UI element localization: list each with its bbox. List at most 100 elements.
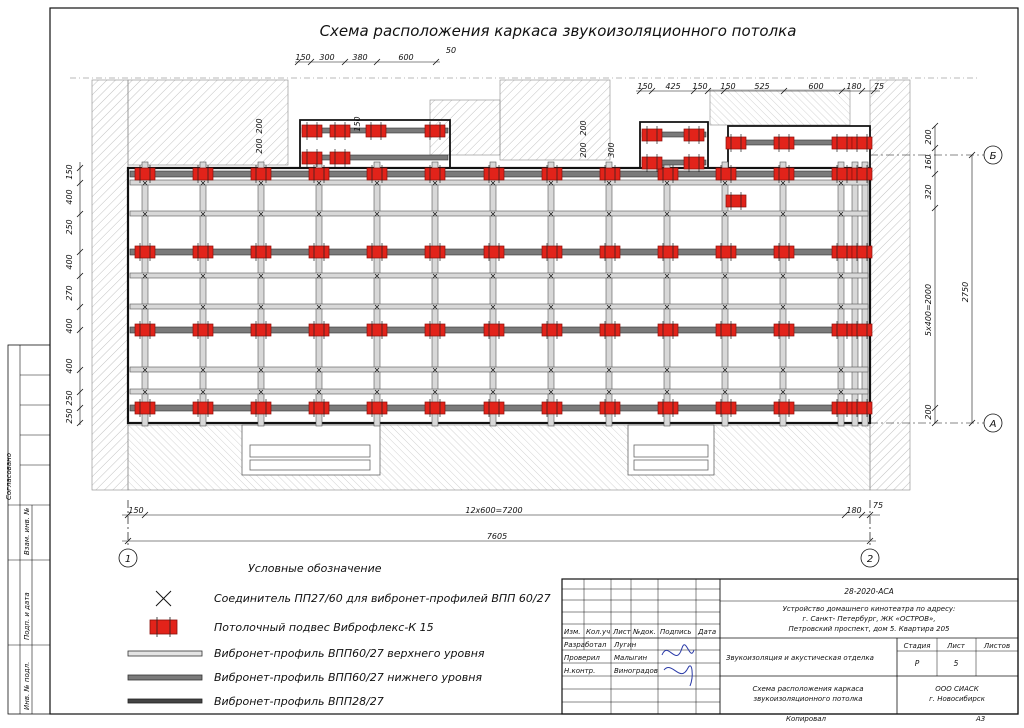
dim-top-right-6: 180 <box>846 82 861 91</box>
connector-mark <box>316 273 322 279</box>
tb-sheets-header: Листов <box>983 642 1010 650</box>
dim-tick <box>931 122 939 130</box>
dim-small-left-2: 150 <box>353 116 362 131</box>
vertical-profile <box>141 161 149 427</box>
dim-top-left-3: 600 <box>398 53 413 62</box>
connector-mark <box>722 389 728 395</box>
axis-b-label: Б <box>990 151 997 162</box>
signature-scribble <box>661 644 695 687</box>
hanger <box>192 323 214 337</box>
vertical-profile <box>431 161 439 427</box>
vertical-profile <box>257 161 265 427</box>
connector-mark <box>432 273 438 279</box>
room-outline <box>126 166 872 425</box>
hanger <box>308 401 330 415</box>
hanger <box>366 401 388 415</box>
hanger <box>773 136 795 150</box>
hanger <box>657 245 679 259</box>
hanger <box>192 245 214 259</box>
dim-tick <box>76 179 84 187</box>
dim-tick <box>76 419 84 427</box>
connector-mark <box>548 273 554 279</box>
hanger <box>851 401 873 415</box>
dim-top-right-7: 75 <box>874 82 884 91</box>
connector-mark <box>200 211 206 217</box>
connector-mark <box>316 367 322 373</box>
hanger <box>657 401 679 415</box>
connector-mark <box>722 211 728 217</box>
dim-top-right-3: 150 <box>720 82 735 91</box>
tb-project-line1: Устройство домашнего кинотеатра по адрес… <box>783 605 956 613</box>
connector-mark <box>258 211 264 217</box>
tb-header-signature: Подпись <box>660 628 692 636</box>
hanger <box>851 323 873 337</box>
dim-top-right-1: 425 <box>665 82 680 91</box>
dim-tick <box>294 58 302 66</box>
connector-mark <box>200 273 206 279</box>
dim-left-6: 400 <box>65 358 74 373</box>
hanger <box>683 128 705 142</box>
dim-tick <box>76 404 84 412</box>
dim-left-4: 270 <box>65 285 74 300</box>
legend-connector-symbol <box>155 590 172 607</box>
legend-title: Условные обозначение <box>248 562 382 575</box>
dim-left-0: 150 <box>65 164 74 179</box>
dim-tick <box>858 511 866 519</box>
connector-mark <box>258 367 264 373</box>
connector-mark <box>490 211 496 217</box>
dim-tick <box>76 303 84 311</box>
hanger <box>424 124 446 138</box>
hanger <box>308 167 330 181</box>
dim-tick <box>866 511 874 519</box>
connector-mark <box>316 211 322 217</box>
hanger <box>641 128 663 142</box>
dim-tick <box>931 170 939 178</box>
ceiling-frame <box>126 119 984 427</box>
connector-mark <box>548 211 554 217</box>
dim-tick <box>704 87 712 95</box>
connector-mark <box>780 389 786 395</box>
connector-mark <box>606 273 612 279</box>
connector-mark <box>606 367 612 373</box>
dim-tick <box>870 87 878 95</box>
axis-a-marker <box>983 413 1003 433</box>
hanger <box>541 401 563 415</box>
dim-tick <box>76 272 84 280</box>
connector-mark <box>374 304 380 310</box>
hanger <box>483 401 505 415</box>
dim-tick <box>124 511 132 519</box>
connector-mark <box>722 273 728 279</box>
dim-tick <box>76 210 84 218</box>
upper-profile <box>129 303 869 310</box>
vertical-profile <box>861 161 869 427</box>
connector-mark <box>780 273 786 279</box>
hanger <box>301 124 323 138</box>
vertical-profile <box>779 161 787 427</box>
hanger <box>329 151 351 165</box>
connector-mark <box>606 389 612 395</box>
dim-tick <box>76 248 84 256</box>
connector-mark <box>200 180 206 186</box>
hanger <box>683 156 705 170</box>
hanger <box>366 245 388 259</box>
hanger <box>308 245 330 259</box>
connector-mark <box>316 304 322 310</box>
dim-top-right-4: 525 <box>754 82 769 91</box>
dim-top-right-2: 150 <box>692 82 707 91</box>
hanger <box>851 245 873 259</box>
dim-tick <box>141 511 149 519</box>
dim-left-7: 250 <box>65 390 74 405</box>
tb-section: Звукоизоляция и акустическая отделка <box>726 654 874 662</box>
hanger <box>831 401 853 415</box>
tb-role-normcontrol: Н.контр. <box>564 667 595 675</box>
dim-bottom-last1: 180 <box>846 506 861 515</box>
connector-mark <box>432 211 438 217</box>
dim-bottom-first: 150 <box>128 506 143 515</box>
hanger <box>715 401 737 415</box>
tb-role-developer: Разработал <box>564 641 607 649</box>
connector-mark <box>838 211 844 217</box>
connector-mark <box>606 211 612 217</box>
dim-top-right-5: 600 <box>808 82 823 91</box>
hanger <box>301 151 323 165</box>
dim-tick <box>866 537 874 545</box>
